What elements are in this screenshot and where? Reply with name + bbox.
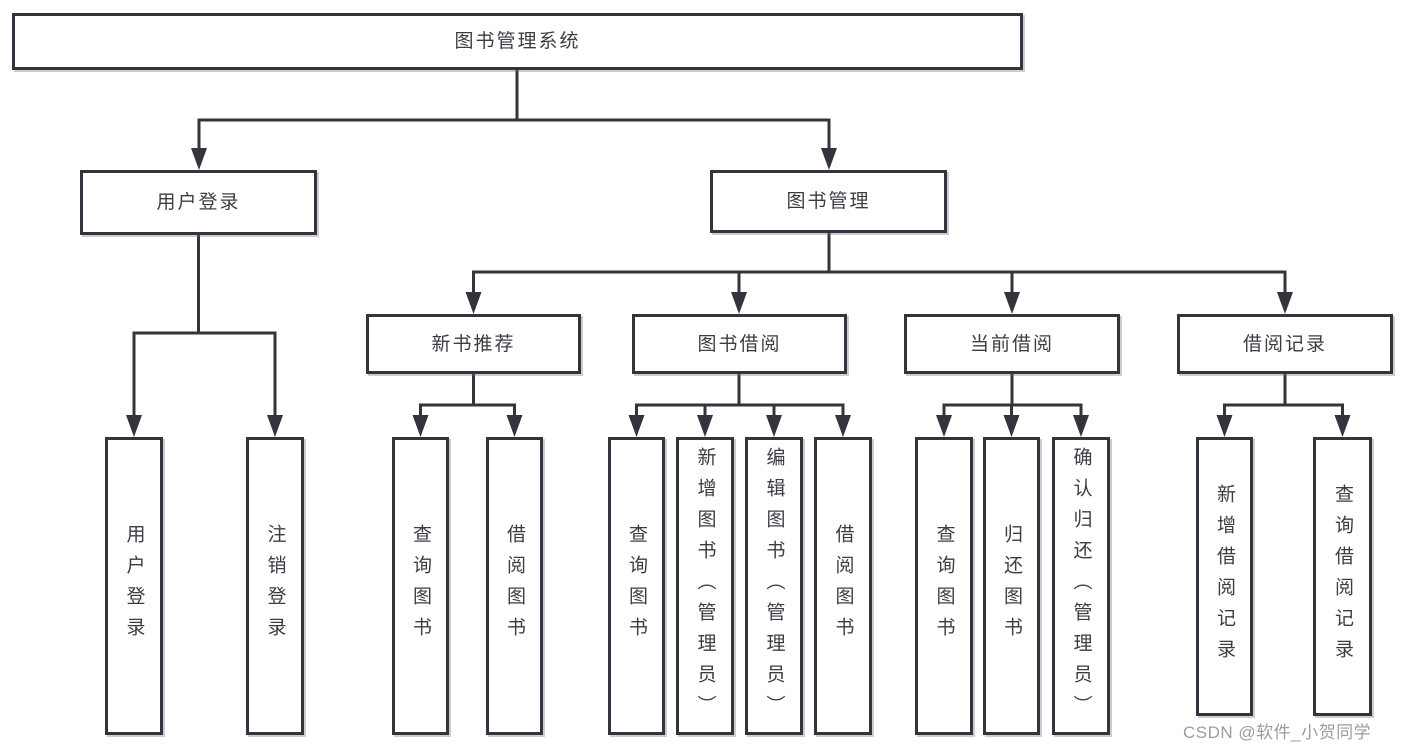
leaf-user-login: 用户登录 (105, 437, 163, 735)
arrowhead-to-leaf-logout (267, 415, 283, 437)
leaf-borrow-books-borrowing-label: 借阅图书 (832, 524, 854, 648)
edge-line (197, 70, 831, 152)
node-book-management-label: 图书管理 (786, 191, 871, 212)
arrowhead-to-leaf-return-book (1003, 415, 1020, 437)
node-root: 图书管理系统 (12, 13, 1023, 70)
edge-current-borrowing-to-leaves (936, 374, 1089, 437)
leaf-query-books-recommend: 查询图书 (392, 437, 449, 735)
leaf-query-borrow-record-label: 查询借阅记录 (1332, 483, 1353, 670)
leaf-add-borrow-record-label: 新增借阅记录 (1214, 483, 1235, 670)
leaf-edit-book-admin-label: 编辑图书（管理员） (763, 446, 785, 726)
leaf-edit-book-admin: 编辑图书（管理员） (745, 437, 803, 735)
edge-book-borrowing-to-leaves (628, 374, 851, 437)
arrowhead-to-book-borrowing (731, 292, 747, 314)
arrowhead-to-current-borrowing (1004, 292, 1020, 314)
leaf-add-borrow-record: 新增借阅记录 (1196, 437, 1253, 716)
arrowhead-to-leaf-query-books (628, 415, 645, 437)
node-root-label: 图书管理系统 (454, 31, 581, 52)
edge-line (419, 374, 516, 417)
arrowhead-to-leaf-confirm-return (1073, 415, 1089, 437)
arrowhead-to-new-book-recommend (465, 292, 482, 314)
arrowhead-to-leaf-edit-book (766, 415, 782, 437)
leaf-logout: 注销登录 (246, 437, 304, 735)
leaf-add-book-admin: 新增图书（管理员） (676, 437, 734, 735)
arrowhead-to-leaf-user-login (126, 415, 142, 437)
edge-line (132, 235, 277, 417)
edge-book-management-to-level3 (465, 233, 1293, 314)
leaf-query-books-current: 查询图书 (915, 437, 973, 735)
leaf-query-books-borrowing: 查询图书 (608, 437, 665, 735)
leaf-confirm-return-admin-label: 确认归还（管理员） (1070, 446, 1092, 726)
edge-user-login-to-leaves (126, 235, 283, 437)
node-book-borrowing: 图书借阅 (632, 314, 847, 374)
leaf-confirm-return-admin: 确认归还（管理员） (1052, 437, 1110, 735)
leaf-query-books-borrowing-label: 查询图书 (626, 524, 647, 648)
node-borrow-records: 借阅记录 (1177, 314, 1393, 374)
arrowhead-to-leaf-query-borrow-record (1334, 415, 1351, 437)
arrowhead-to-leaf-query-books (412, 415, 429, 437)
edge-root-to-level2 (191, 70, 837, 170)
node-current-borrowing-label: 当前借阅 (969, 333, 1054, 355)
node-current-borrowing: 当前借阅 (904, 314, 1120, 374)
arrowhead-to-book-management (821, 148, 837, 170)
leaf-borrow-books-borrowing: 借阅图书 (814, 437, 872, 735)
node-new-book-recommend: 新书推荐 (366, 314, 581, 374)
node-borrow-records-label: 借阅记录 (1242, 333, 1327, 355)
arrowhead-to-leaf-borrow-books (506, 415, 523, 437)
edge-line (635, 374, 845, 417)
arrowhead-to-user-login (191, 148, 207, 170)
leaf-borrow-books-recommend: 借阅图书 (486, 437, 543, 735)
node-book-borrowing-label: 图书借阅 (697, 333, 782, 355)
node-book-management: 图书管理 (710, 170, 947, 233)
leaf-query-borrow-record: 查询借阅记录 (1313, 437, 1372, 716)
watermark: CSDN @软件_小贺同学 (1183, 723, 1372, 742)
arrowhead-to-leaf-add-borrow-record (1216, 415, 1233, 437)
arrowhead-to-leaf-borrow-books (835, 415, 851, 437)
leaf-query-books-current-label: 查询图书 (933, 524, 955, 648)
leaf-return-book-label: 归还图书 (1001, 524, 1022, 648)
leaf-borrow-books-recommend-label: 借阅图书 (504, 524, 525, 648)
node-new-book-recommend-label: 新书推荐 (431, 333, 516, 355)
edge-line (942, 374, 1083, 417)
node-user-login-label: 用户登录 (156, 192, 241, 213)
edge-line (1223, 374, 1344, 417)
leaf-add-book-admin-label: 新增图书（管理员） (694, 446, 716, 726)
node-user-login: 用户登录 (80, 170, 317, 235)
leaf-user-login-label: 用户登录 (123, 524, 145, 648)
leaf-query-books-recommend-label: 查询图书 (410, 524, 431, 648)
leaf-logout-label: 注销登录 (264, 524, 286, 648)
edge-borrow-records-to-leaves (1216, 374, 1351, 437)
edge-new-book-recommend-to-leaves (412, 374, 523, 437)
arrowhead-to-leaf-query-books (936, 415, 952, 437)
arrowhead-to-borrow-records (1277, 292, 1293, 314)
leaf-return-book: 归还图书 (983, 437, 1040, 735)
edge-line (472, 233, 1287, 294)
arrowhead-to-leaf-add-book (697, 415, 713, 437)
